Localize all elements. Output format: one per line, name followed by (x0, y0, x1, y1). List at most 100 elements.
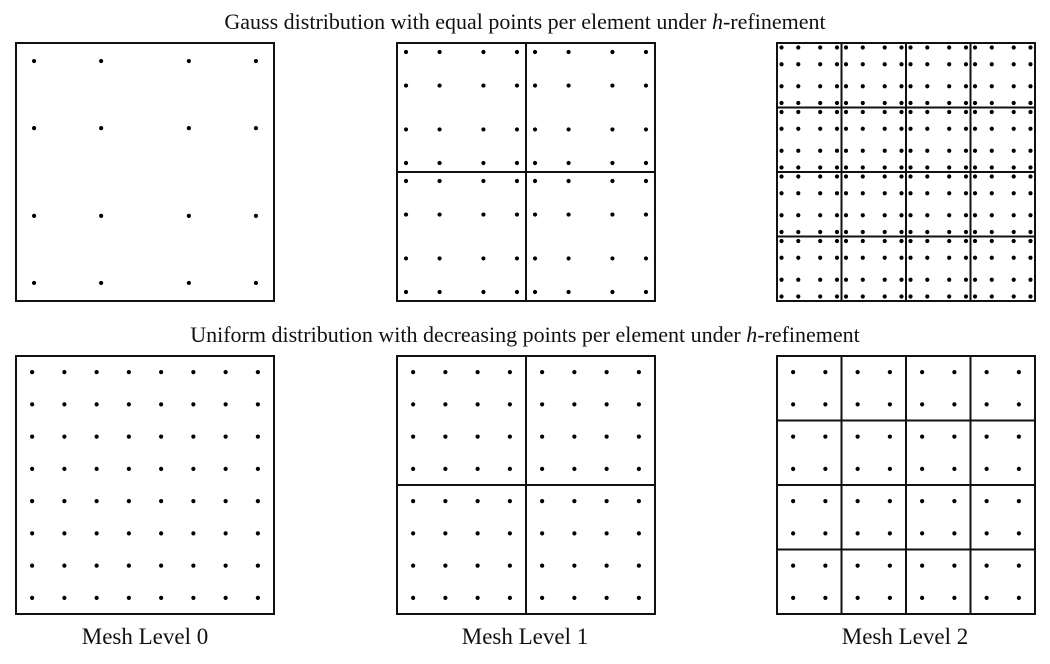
quadrature-point (972, 165, 978, 170)
quadrature-point (253, 280, 259, 286)
quadrature-point (1011, 238, 1016, 244)
quadrature-point (791, 466, 796, 471)
quadrature-point (99, 126, 104, 131)
quadrature-point (947, 165, 952, 170)
quadrature-point (540, 434, 545, 439)
quadrature-point (791, 402, 796, 407)
quadrature-point (31, 126, 37, 131)
quadrature-point (818, 238, 823, 244)
quadrature-point (972, 255, 978, 260)
quadrature-point (843, 238, 849, 244)
quadrature-point (643, 289, 649, 295)
quadrature-point (481, 212, 486, 217)
quadrature-point (887, 434, 892, 439)
quadrature-point (843, 126, 849, 131)
quadrature-point (972, 62, 978, 67)
quadrature-point (475, 402, 480, 407)
quadrature-point (952, 563, 957, 568)
quadrature-point (818, 229, 823, 235)
quadrature-point (779, 165, 784, 170)
gauss-title-suffix: -refinement (722, 9, 826, 34)
quadrature-point (636, 466, 641, 471)
quadrature-point (636, 595, 641, 600)
quadrature-point (843, 213, 849, 218)
quadrature-point (925, 277, 930, 282)
quadrature-point (818, 277, 823, 282)
quadrature-point (860, 100, 865, 106)
quadrature-point (963, 174, 969, 179)
quadrature-point (1028, 45, 1033, 50)
quadrature-point (834, 62, 840, 67)
quadrature-point (62, 563, 67, 568)
quadrature-point (989, 229, 994, 235)
quadrature-point (834, 191, 840, 196)
quadrature-point (636, 499, 641, 504)
quadrature-point (882, 238, 887, 244)
quadrature-point (507, 531, 512, 536)
quadrature-point (636, 402, 641, 407)
quadrature-point (411, 595, 416, 600)
quadrature-point (843, 84, 849, 89)
quadrature-point (540, 499, 545, 504)
quadrature-point (1028, 165, 1033, 170)
quadrature-point (908, 165, 913, 170)
quadrature-point (191, 595, 196, 600)
quadrature-point (159, 595, 164, 600)
quadrature-point (223, 563, 228, 568)
quadrature-point (908, 100, 913, 106)
quadrature-point (1011, 148, 1016, 153)
quadrature-point (1028, 62, 1033, 67)
quadrature-point (779, 174, 784, 179)
quadrature-point (223, 595, 228, 600)
uniform-title-suffix: -refinement (757, 322, 860, 347)
quadrature-point (779, 238, 784, 244)
quadrature-point (191, 499, 196, 504)
quadrature-point (972, 238, 978, 244)
quadrature-point (1016, 466, 1021, 471)
quadrature-point (94, 466, 99, 471)
quadrature-point (437, 127, 442, 132)
quadrature-point (255, 402, 260, 407)
quadrature-point (972, 100, 978, 106)
quadrature-point (255, 595, 260, 600)
quadrature-point (532, 212, 538, 217)
quadrature-point (532, 49, 538, 55)
uniform-mesh-level-0 (15, 355, 275, 615)
quadrature-point (1028, 109, 1033, 115)
quadrature-point (963, 213, 969, 218)
quadrature-point (952, 370, 957, 375)
quadrature-point (572, 531, 577, 536)
quadrature-point (855, 595, 860, 600)
domain-border (396, 42, 656, 302)
quadrature-point (834, 277, 840, 282)
quadrature-point (514, 127, 520, 132)
domain-border (15, 355, 275, 615)
quadrature-point (899, 148, 904, 153)
quadrature-point (908, 45, 913, 50)
quadrature-point (834, 294, 840, 299)
quadrature-point (443, 466, 448, 471)
quadrature-point (818, 62, 823, 67)
quadrature-point (1028, 148, 1033, 153)
quadrature-point (908, 62, 913, 67)
quadrature-point (972, 174, 978, 179)
quadrature-point (972, 126, 978, 131)
quadrature-point (843, 45, 849, 50)
quadrature-point (94, 402, 99, 407)
quadrature-point (437, 256, 442, 261)
quadrature-point (818, 148, 823, 153)
quadrature-point (1011, 294, 1016, 299)
quadrature-point (186, 58, 191, 64)
quadrature-point (882, 84, 887, 89)
quadrature-point (514, 160, 520, 166)
quadrature-point (610, 178, 615, 184)
quadrature-point (796, 45, 801, 50)
quadrature-point (30, 563, 35, 568)
quadrature-point (989, 277, 994, 282)
quadrature-point (920, 370, 925, 375)
quadrature-point (860, 126, 865, 131)
quadrature-point (823, 434, 828, 439)
quadrature-point (191, 402, 196, 407)
quadrature-point (823, 595, 828, 600)
gauss-mesh-level-0 (15, 42, 275, 302)
